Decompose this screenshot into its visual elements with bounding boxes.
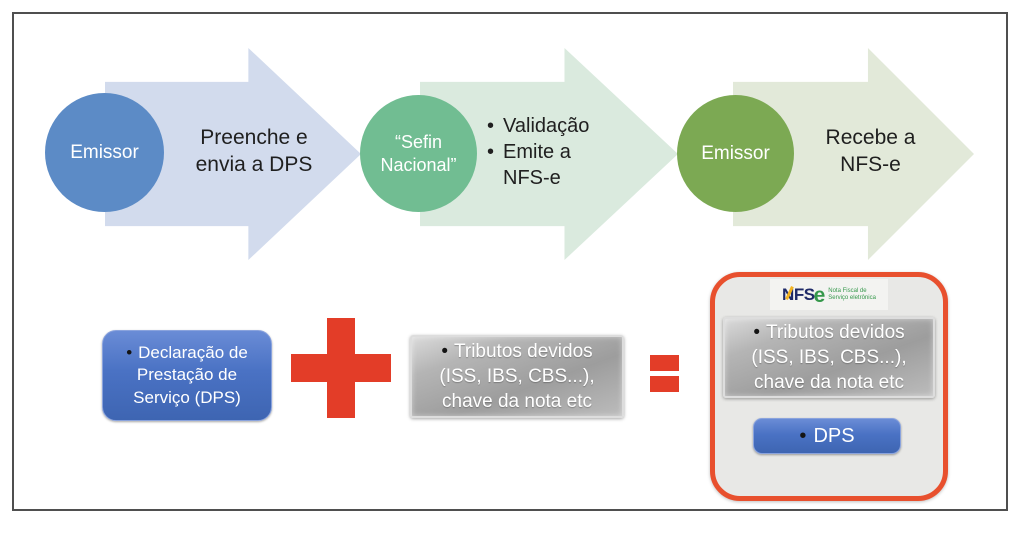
bullet-icon: • xyxy=(799,424,807,447)
flow-step3-text: Recebe a NFS-e xyxy=(793,125,948,178)
dps-declaration-line1: • Declaração de xyxy=(103,342,271,364)
nfse-logo-letter-e: e xyxy=(813,283,826,307)
equals-operator-icon xyxy=(650,355,679,392)
flow-step2-actor-label: “Sefin Nacional” xyxy=(380,131,456,176)
tributos-line3: chave da nota etc xyxy=(442,391,592,413)
dps-declaration-line1-text: Declaração de xyxy=(138,343,248,363)
flow-step1-actor-label: Emissor xyxy=(70,141,139,163)
flow-step1-circle: Emissor xyxy=(45,93,164,212)
nfse-logo-letter-n: N xyxy=(782,284,794,304)
flow-step2-bullet2-text: Emite a NFS-e xyxy=(503,141,571,189)
bullet-icon: • xyxy=(487,115,495,137)
equals-bar-top xyxy=(650,355,679,371)
flow-step3-line1: Recebe a xyxy=(825,126,916,149)
result-tributos-line1-text: Tributos devidos xyxy=(765,321,905,343)
flow-step3-line2: NFS-e xyxy=(840,152,901,176)
tributos-line1: • Tributos devidos xyxy=(412,339,622,364)
result-tributos-line1: • Tributos devidos xyxy=(725,320,933,345)
result-tributos-line3: chave da nota etc xyxy=(754,372,904,394)
nfse-logo-letters-fs: FS xyxy=(793,284,815,304)
tributos-box: • Tributos devidos (ISS, IBS, CBS...), c… xyxy=(410,335,624,418)
bullet-icon: • xyxy=(487,141,495,163)
nfse-logo-tagline-line1: Nota Fiscal de xyxy=(828,287,867,294)
result-dps-box: • DPS xyxy=(753,418,901,454)
result-tributos-box: • Tributos devidos (ISS, IBS, CBS...), c… xyxy=(723,317,935,398)
nfse-logo-tagline: Nota Fiscal de Serviço eletrônica xyxy=(828,288,876,302)
dps-declaration-line3: Serviço (DPS) xyxy=(133,387,241,407)
flow-step2-bullet-1: • Validação xyxy=(487,113,607,139)
equals-bar-bottom xyxy=(650,376,679,392)
dps-declaration-line2: Prestação de xyxy=(136,365,238,385)
bullet-icon: • xyxy=(441,340,448,362)
nfse-logo-tagline-line2: Serviço eletrônica xyxy=(828,294,876,301)
flow-step2-bullet-2: • Emite a NFS-e xyxy=(487,139,607,191)
flow-step3-circle: Emissor xyxy=(677,95,794,212)
bullet-icon: • xyxy=(753,321,760,343)
flow-step2-bullet1-text: Validação xyxy=(503,115,590,137)
flow-step2-actor-line1: “Sefin xyxy=(394,132,442,152)
dps-declaration-box: • Declaração de Prestação de Serviço (DP… xyxy=(102,330,272,421)
bullet-icon: • xyxy=(126,343,133,363)
flow-step2-actor-line2: Nacional” xyxy=(380,154,457,175)
flow-step1-line1: Preenche e xyxy=(200,126,308,149)
tributos-line2: (ISS, IBS, CBS...), xyxy=(439,365,595,387)
nfse-logo: N FS e Nota Fiscal de Serviço eletrônica xyxy=(770,279,888,310)
flow-step3-actor-label: Emissor xyxy=(701,142,770,164)
result-dps-label: DPS xyxy=(813,424,855,447)
nfse-result-card: N FS e Nota Fiscal de Serviço eletrônica… xyxy=(710,272,948,501)
flow-step1-text: Preenche e envia a DPS xyxy=(168,125,340,178)
flow-step2-bullet-list: • Validação • Emite a NFS-e xyxy=(487,113,607,191)
tributos-line1-text: Tributos devidos xyxy=(453,340,593,362)
result-tributos-line2: (ISS, IBS, CBS...), xyxy=(751,346,907,368)
flow-step1-line2: envia a DPS xyxy=(195,152,313,176)
flow-step2-circle: “Sefin Nacional” xyxy=(360,95,477,212)
